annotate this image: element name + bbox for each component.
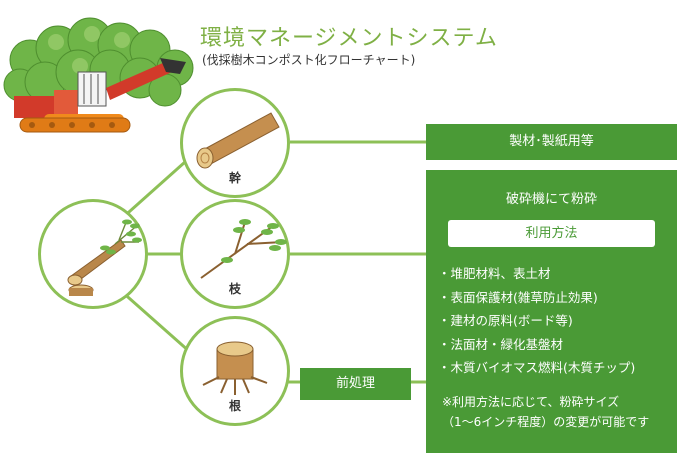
branch-label: 枝 xyxy=(183,280,287,297)
usage-method-label: 利用方法 xyxy=(448,220,655,247)
pretreatment-box: 前処理 xyxy=(300,368,411,400)
size-note-line-1: ※利用方法に応じて、粉砕サイズ xyxy=(442,392,649,412)
felled-tree-icon xyxy=(41,202,145,306)
lumber-paper-box: 製材･製紙用等 xyxy=(426,124,677,160)
usage-list: ・堆肥材料、表土材 ・表面保護材(雑草防止効果) ・建材の原料(ボード等) ・法… xyxy=(438,262,635,380)
trunk-label: 幹 xyxy=(183,169,287,186)
root-label: 根 xyxy=(183,397,287,414)
size-note-line-2: （1〜6インチ程度）の変更が可能です xyxy=(442,412,649,432)
felled-tree-node xyxy=(38,199,148,309)
list-item: ・法面材・緑化基盤材 xyxy=(438,333,635,357)
list-item: ・堆肥材料、表土材 xyxy=(438,262,635,286)
lumber-paper-text: 製材･製紙用等 xyxy=(426,124,677,160)
branch-node: 枝 xyxy=(180,199,290,309)
list-item: ・表面保護材(雑草防止効果) xyxy=(438,286,635,310)
crusher-box: 破砕機にて粉砕 利用方法 ・堆肥材料、表土材 ・表面保護材(雑草防止効果) ・建… xyxy=(426,170,677,453)
list-item: ・木質バイオマス燃料(木質チップ) xyxy=(438,356,635,380)
trunk-node: 幹 xyxy=(180,88,290,198)
pretreatment-text: 前処理 xyxy=(300,368,411,400)
list-item: ・建材の原料(ボード等) xyxy=(438,309,635,333)
size-note: ※利用方法に応じて、粉砕サイズ （1〜6インチ程度）の変更が可能です xyxy=(442,392,649,432)
crusher-heading: 破砕機にて粉砕 xyxy=(426,188,677,207)
root-node: 根 xyxy=(180,316,290,426)
